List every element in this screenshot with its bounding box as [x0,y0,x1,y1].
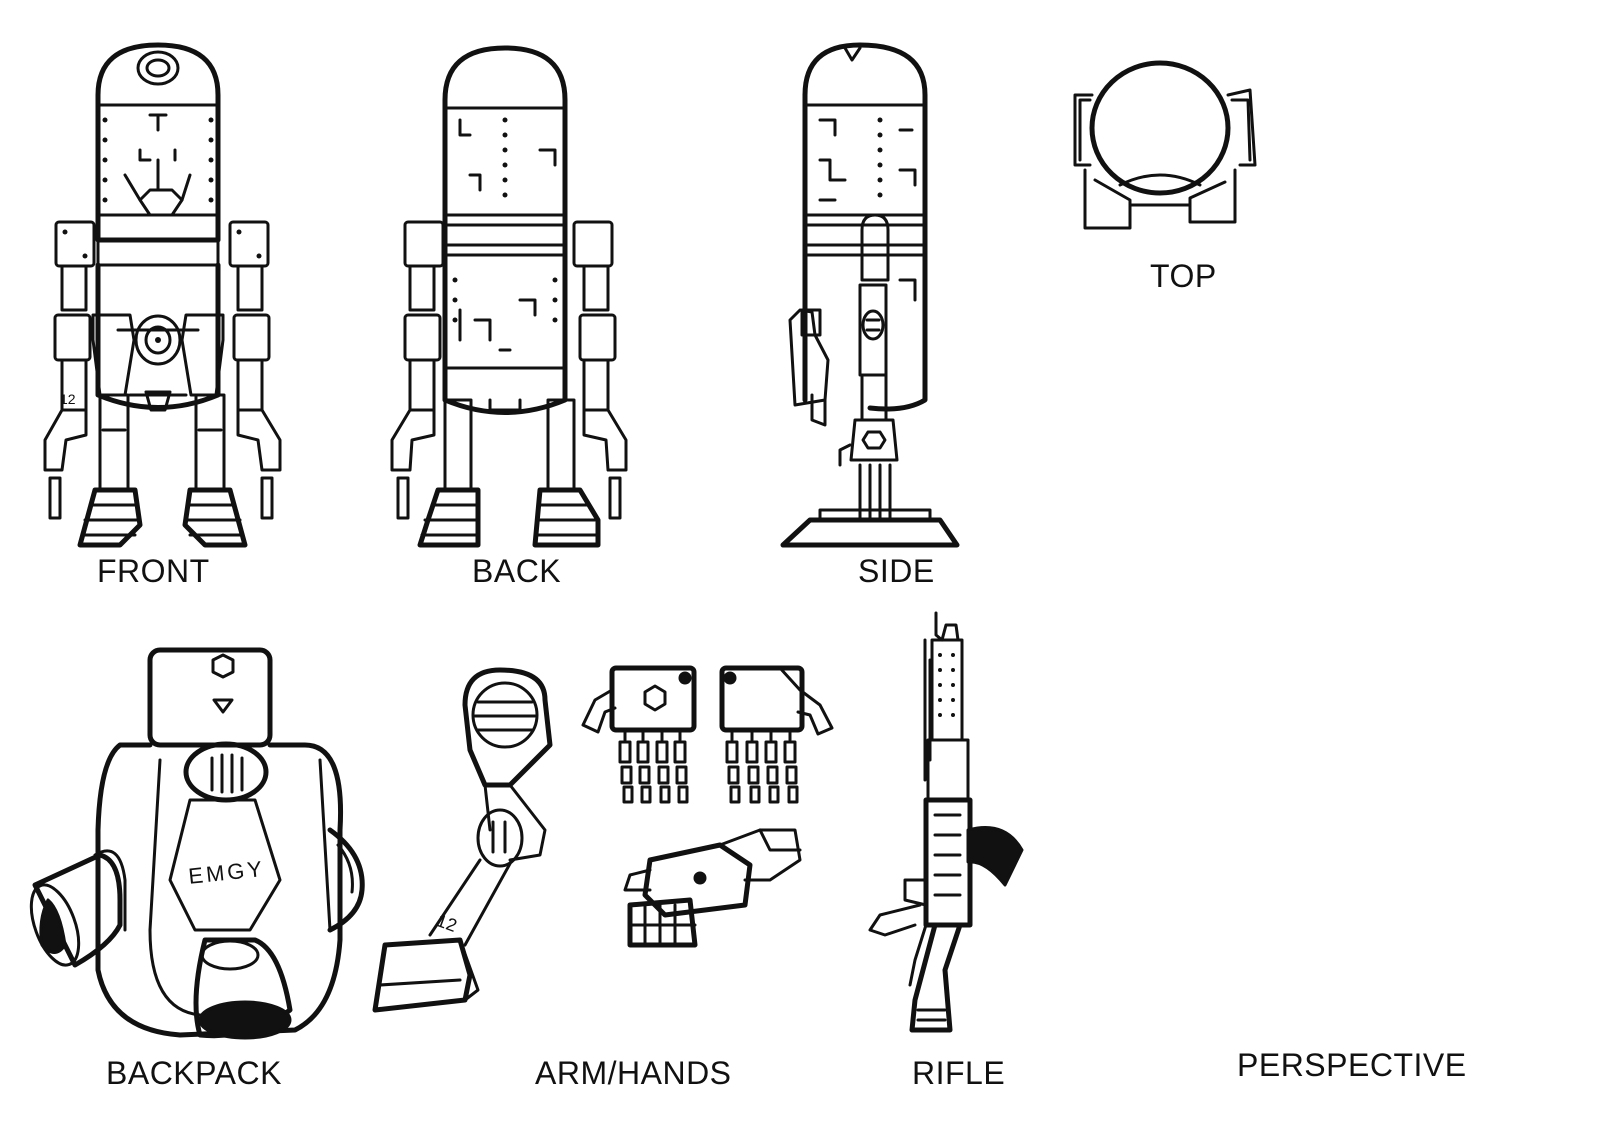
robot-back-sketch [390,45,628,548]
label-top: TOP [1150,258,1217,294]
label-rifle: RIFLE [912,1055,1006,1091]
rifle-sketch [868,611,1024,1033]
robot-side-sketch [780,42,960,548]
label-arm-hands: ARM/HANDS [535,1055,732,1091]
label-back: BACK [472,553,562,589]
backpack-tag: EMGY [187,856,266,889]
robot-top-sketch [1073,60,1257,230]
label-backpack: BACKPACK [106,1055,282,1091]
label-perspective: PERSPECTIVE [1237,1047,1467,1083]
arm-sketch: 12 [372,667,553,1013]
backpack-sketch: EMGY [29,647,365,1040]
arm-number: 12 [434,910,460,936]
label-side: SIDE [858,553,935,589]
label-front: FRONT [97,553,210,589]
robot-front-sketch: 12 [43,42,282,548]
hand-sketch [581,665,834,948]
front-arm-number: 12 [60,391,76,407]
